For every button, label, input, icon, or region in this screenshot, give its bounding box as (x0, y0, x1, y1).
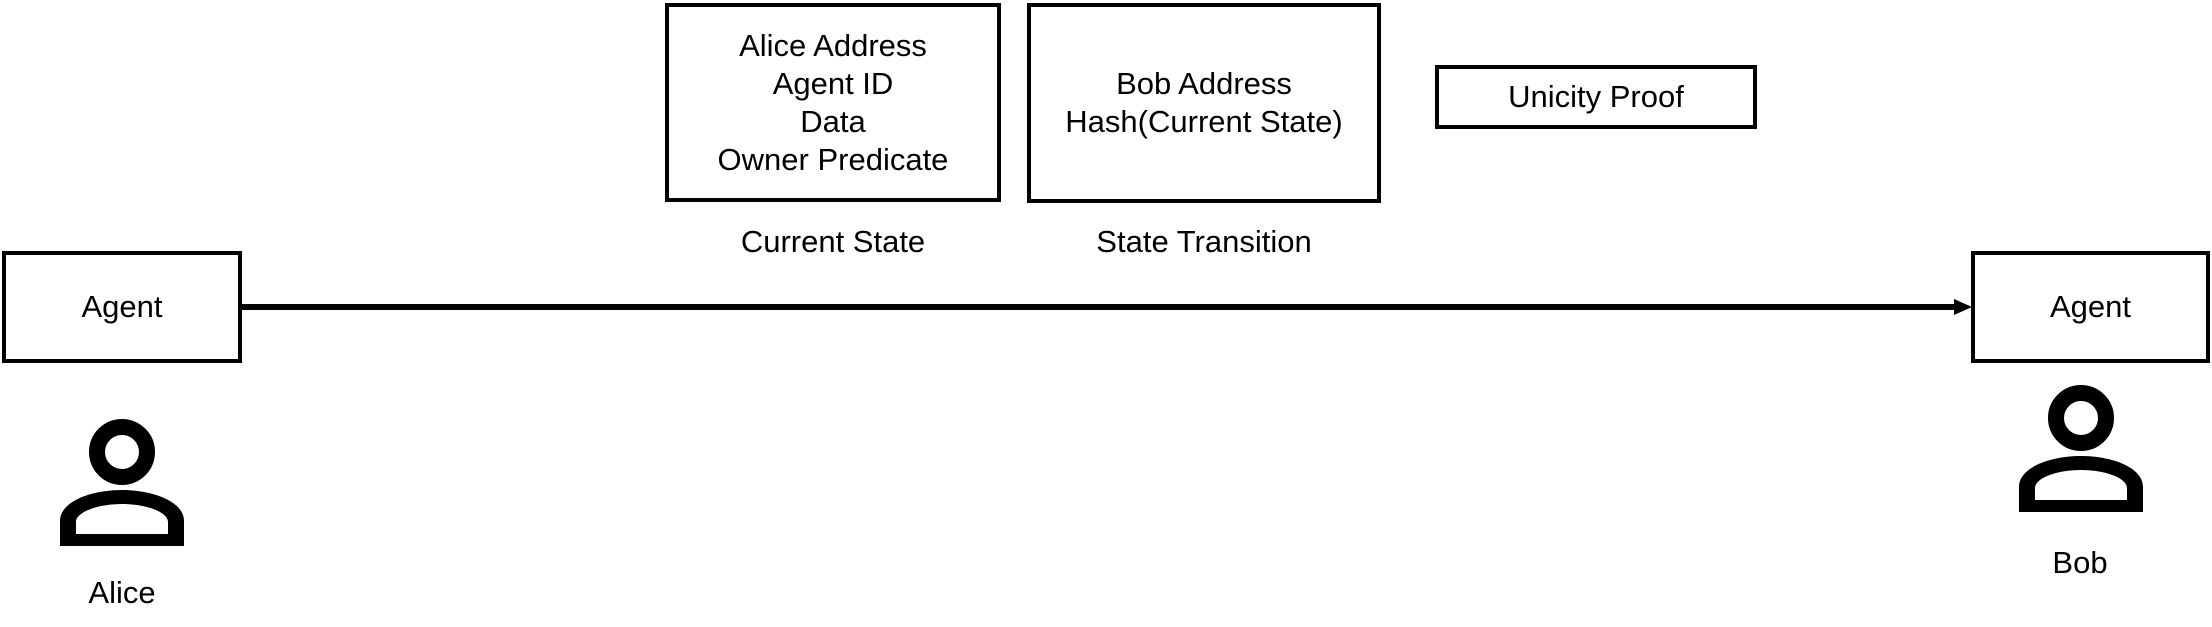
alice-person-icon-head (89, 419, 155, 485)
alice-person-icon-body (60, 490, 184, 546)
unicity-proof-box: Unicity Proof (1435, 65, 1757, 129)
current-state-box: Alice Address Agent ID Data Owner Predic… (665, 3, 1001, 202)
current-state-line-data: Data (800, 103, 866, 139)
bob-name: Bob (2052, 545, 2108, 580)
state-transition-box: Bob Address Hash(Current State) (1027, 3, 1381, 203)
alice-person-icon (60, 419, 184, 546)
alice-agent-box: Agent (2, 251, 242, 363)
alice-name: Alice (88, 575, 156, 610)
state-transition-caption: State Transition (1096, 224, 1312, 259)
state-transition-line-bob-address: Bob Address (1116, 66, 1292, 101)
bob-agent-box: Agent (1971, 251, 2210, 363)
bob-person-icon (2019, 385, 2143, 512)
bob-person-icon-head (2048, 385, 2114, 451)
current-state-caption: Current State (740, 224, 926, 259)
current-state-line-alice-address: Alice Address (739, 27, 927, 63)
current-state-line-owner-predicate: Owner Predicate (717, 141, 949, 177)
bob-agent-label: Agent (2049, 289, 2131, 324)
current-state-line-agent-id: Agent ID (772, 65, 894, 101)
unicity-proof-label: Unicity Proof (1508, 79, 1684, 114)
transfer-arrow-head (1954, 299, 1972, 315)
state-transition-line-hash: Hash(Current State) (1065, 104, 1343, 139)
alice-agent-label: Agent (81, 289, 163, 324)
bob-person-icon-body (2019, 456, 2143, 512)
